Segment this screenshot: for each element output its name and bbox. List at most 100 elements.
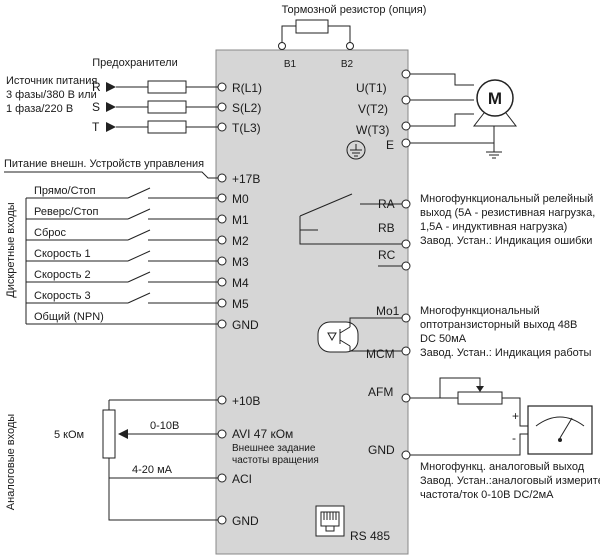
svg-text:R: R bbox=[92, 80, 101, 94]
digital-input-m5: Скорость 3 M5 bbox=[26, 290, 249, 311]
fuse bbox=[147, 80, 187, 94]
gnd-terminal bbox=[217, 515, 227, 525]
phase-t: T T(L3) bbox=[92, 120, 261, 135]
svg-text:Завод. Устан.: Индикация ошибк: Завод. Устан.: Индикация ошибки bbox=[420, 235, 592, 247]
svg-text:-: - bbox=[512, 431, 516, 445]
svg-text:+: + bbox=[512, 409, 519, 423]
svg-text:Внешнее задание: Внешнее задание bbox=[232, 443, 316, 454]
svg-text:MCM: MCM bbox=[366, 347, 395, 361]
svg-text:M5: M5 bbox=[232, 297, 249, 311]
svg-text:частота/ток 0-10В DC/2мА: частота/ток 0-10В DC/2мА bbox=[420, 489, 554, 501]
svg-text:выход (5А - резистивная нагруз: выход (5А - резистивная нагрузка, bbox=[420, 207, 595, 219]
svg-text:T(L3): T(L3) bbox=[232, 121, 261, 135]
avi-terminal bbox=[217, 429, 227, 439]
svg-text:Завод. Устан.:аналоговый измер: Завод. Устан.:аналоговый измеритель bbox=[420, 475, 600, 487]
switch bbox=[127, 250, 151, 262]
e-terminal bbox=[401, 138, 411, 148]
brake-title: Тормозной резистор (опция) bbox=[282, 4, 427, 16]
digital-input-m4: Скорость 2 M4 bbox=[26, 269, 249, 290]
svg-text:S(L2): S(L2) bbox=[232, 101, 261, 115]
svg-text:Многофункциональный релейный: Многофункциональный релейный bbox=[420, 193, 593, 205]
opto-coupler-icon bbox=[317, 321, 359, 353]
svg-text:T: T bbox=[92, 120, 100, 134]
b1-label: B1 bbox=[284, 59, 297, 70]
svg-text:M2: M2 bbox=[232, 234, 249, 248]
ground-icon bbox=[346, 140, 366, 160]
svg-text:Многофункциональный: Многофункциональный bbox=[420, 305, 540, 317]
u-terminal bbox=[401, 69, 411, 79]
ext-power-label: Питание внешн. Устройств управления bbox=[4, 158, 204, 170]
terminal-dot bbox=[217, 82, 227, 92]
aci-terminal bbox=[217, 473, 227, 483]
ground-icon bbox=[486, 151, 502, 159]
trim-resistor bbox=[457, 391, 503, 405]
svg-text:V(T2): V(T2) bbox=[358, 102, 388, 116]
svg-text:GND: GND bbox=[368, 443, 395, 457]
afm-terminal bbox=[401, 393, 411, 403]
svg-text:Сброс: Сброс bbox=[34, 227, 66, 239]
svg-text:W(T3): W(T3) bbox=[356, 123, 389, 137]
rb-terminal bbox=[401, 239, 411, 249]
svg-text:E: E bbox=[386, 138, 394, 152]
fuse bbox=[147, 120, 187, 134]
svg-text:AVI 47 кОм: AVI 47 кОм bbox=[232, 427, 293, 441]
svg-text:S: S bbox=[92, 100, 100, 114]
digital-input-m3: Скорость 1 M3 bbox=[26, 248, 249, 269]
power-line3: 1 фаза/220 В bbox=[6, 103, 73, 115]
brake-resistor bbox=[295, 19, 329, 34]
fuse bbox=[147, 100, 187, 114]
svg-text:Завод. Устан.: Индикация работ: Завод. Устан.: Индикация работы bbox=[420, 347, 592, 359]
digital-input-m2: Сброс M2 bbox=[26, 227, 249, 248]
b2-label: B2 bbox=[341, 59, 354, 70]
svg-text:1,5А - индуктивная нагрузка): 1,5А - индуктивная нагрузка) bbox=[420, 221, 567, 233]
terminal-dot bbox=[217, 102, 227, 112]
agnd-terminal bbox=[401, 450, 411, 460]
svg-text:GND: GND bbox=[232, 514, 259, 528]
svg-text:Реверс/Стоп: Реверс/Стоп bbox=[34, 206, 98, 218]
relay-output: RA RB RC Многофункциональный релейный вы… bbox=[299, 193, 595, 271]
svg-text:частоты вращения: частоты вращения bbox=[232, 455, 319, 466]
phase-s: S S(L2) bbox=[92, 100, 261, 115]
arrow-icon bbox=[106, 122, 116, 132]
avi-range: 0-10В bbox=[150, 420, 179, 432]
svg-text:M1: M1 bbox=[232, 213, 249, 227]
digital-input-gnd: Общий (NPN) GND bbox=[26, 311, 259, 332]
switch bbox=[127, 208, 151, 220]
aci-range: 4-20 мА bbox=[132, 464, 173, 476]
p17-terminal bbox=[217, 173, 227, 183]
power-line2: 3 фазы/380 В или bbox=[6, 89, 97, 101]
motor-icon bbox=[476, 79, 514, 117]
svg-text:M4: M4 bbox=[232, 276, 249, 290]
mo1-terminal bbox=[401, 313, 411, 323]
digital-input-m1: Реверс/Стоп M1 bbox=[26, 206, 249, 227]
arrow-icon bbox=[106, 82, 116, 92]
svg-text:AFM: AFM bbox=[368, 385, 393, 399]
phase-r: R R(L1) bbox=[92, 80, 262, 95]
svg-text:M0: M0 bbox=[232, 192, 249, 206]
svg-text:Многофункц. аналоговый выход: Многофункц. аналоговый выход bbox=[420, 461, 585, 473]
opto-output: Mo1 MCM Многофункциональный оптотранзист… bbox=[317, 304, 592, 361]
brake-wires bbox=[281, 25, 351, 43]
svg-text:Скорость 2: Скорость 2 bbox=[34, 269, 91, 281]
digital-input-m0: Прямо/Стоп M0 bbox=[26, 185, 249, 206]
svg-text:GND: GND bbox=[232, 318, 259, 332]
switch bbox=[127, 229, 151, 241]
motor-outputs: U(T1) V(T2) W(T3) E M bbox=[356, 69, 518, 159]
svg-text:RB: RB bbox=[378, 221, 395, 235]
svg-text:Скорость 3: Скорость 3 bbox=[34, 290, 91, 302]
analog-output: AFM GND + - Многофункц. аналоговый выход… bbox=[368, 377, 600, 501]
svg-text:оптотранзисторный выход 48В: оптотранзисторный выход 48В bbox=[420, 319, 577, 331]
rs485-port: RS 485 bbox=[315, 505, 390, 543]
ra-terminal bbox=[401, 199, 411, 209]
rs485-label: RS 485 bbox=[350, 529, 390, 543]
motor-symbol: M bbox=[488, 89, 502, 108]
switch bbox=[127, 292, 151, 304]
svg-text:ACI: ACI bbox=[232, 472, 252, 486]
digital-inputs: Прямо/Стоп M0 Реверс/Стоп M1 Сброс M2 Ск… bbox=[26, 185, 259, 332]
svg-text:Прямо/Стоп: Прямо/Стоп bbox=[34, 185, 96, 197]
mcm-terminal bbox=[401, 346, 411, 356]
analog-inputs: 5 кОм 0-10В 4-20 мА +10B AVI 47 кОм Внеш… bbox=[54, 394, 319, 528]
pot-label: 5 кОм bbox=[54, 429, 84, 441]
analog-side-label: Аналоговые входы bbox=[5, 414, 17, 511]
